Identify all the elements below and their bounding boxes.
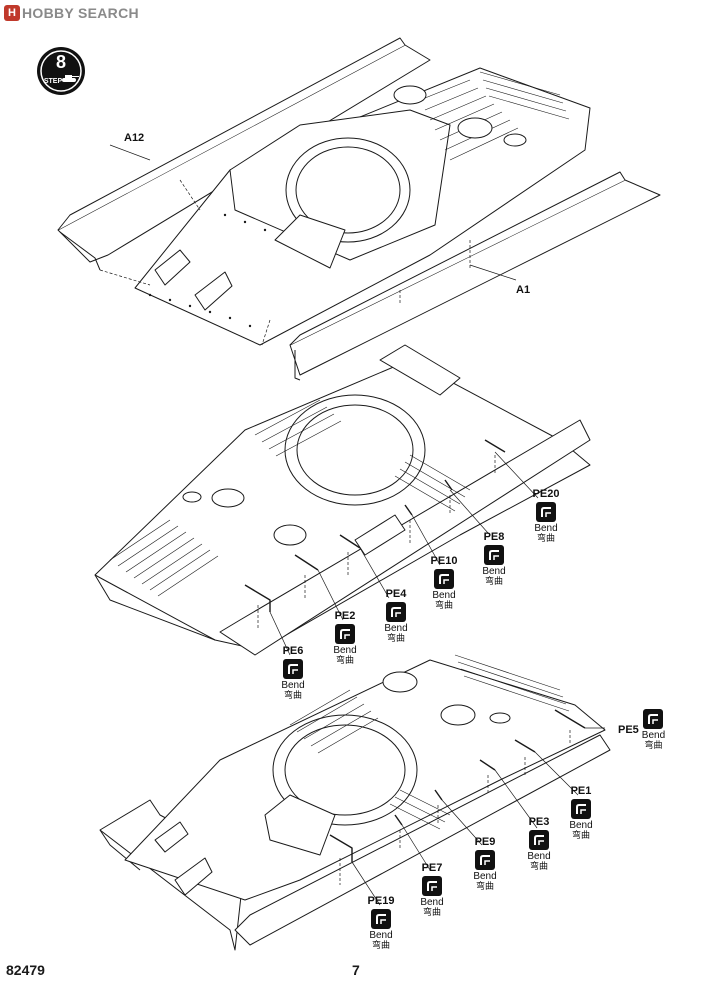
step-label: STEP [44,78,63,85]
callout-pe5: PE5 Bend 弯曲 [618,708,698,752]
pe-name: PE6 [282,645,304,657]
callout-pe10: PE10 Bend 弯曲 [424,555,464,612]
bend-label: Bend [527,851,551,862]
callout-pe2: PE2 Bend 弯曲 [325,610,365,667]
bend-icon [386,602,406,622]
bend-label: Bend [473,871,497,882]
bend-label: Bend [420,897,444,908]
pe-name: PE4 [385,588,407,600]
callout-pe3: PE3 Bend 弯曲 [519,816,559,873]
bend-group: Bend 弯曲 [642,708,665,752]
callout-pe19: PE19 Bend 弯曲 [361,895,401,952]
page-number: 7 [352,962,360,978]
bend-label-cn: 弯曲 [434,601,453,611]
bend-icon [283,659,303,679]
callout-pe8: PE8 Bend 弯曲 [474,531,514,588]
bend-label: Bend [369,930,393,941]
pe-name: PE1 [570,785,592,797]
bend-icon [371,909,391,929]
bend-label-cn: 弯曲 [371,941,390,951]
bend-label-cn: 弯曲 [529,862,548,872]
hull-assembly-1 [57,37,661,381]
pe-name: PE5 [618,723,639,736]
bend-label: Bend [482,566,506,577]
pe-strips-2 [244,439,506,612]
bend-label-cn: 弯曲 [335,656,354,666]
leader-lines [109,144,605,906]
bend-icon [422,876,442,896]
bend-label-cn: 弯曲 [475,882,494,892]
callout-pe1: PE1 Bend 弯曲 [561,785,601,842]
bend-label-cn: 弯曲 [283,691,302,701]
bend-label-cn: 弯曲 [386,634,405,644]
bend-icon [536,502,556,522]
hull-assembly-3 [99,654,611,951]
bend-icon [529,830,549,850]
callout-pe4: PE4 Bend 弯曲 [376,588,416,645]
callout-pe20: PE20 Bend 弯曲 [526,488,566,545]
pe-name: PE10 [430,555,458,567]
bend-icon [571,799,591,819]
bend-label-cn: 弯曲 [644,741,663,751]
tank-silhouette-icon [62,75,79,82]
step-badge: 8 STEP [37,47,85,95]
part-label-a12: A12 [124,132,145,144]
bend-icon [484,545,504,565]
pe-name: PE9 [474,836,496,848]
bend-label-cn: 弯曲 [422,908,441,918]
bend-label: Bend [641,730,666,741]
pe-name: PE20 [532,488,560,500]
bend-icon [434,569,454,589]
pe-strips-3 [329,709,586,862]
bend-icon [475,850,495,870]
watermark-text: HOBBY SEARCH [22,5,139,21]
bend-label-cn: 弯曲 [484,577,503,587]
fender-a1 [289,179,661,376]
bend-label: Bend [569,820,593,831]
kit-number: 82479 [6,962,45,978]
pe-name: PE2 [334,610,356,622]
fender-right-3 [234,734,611,946]
watermark-logo: H HOBBY SEARCH [4,3,139,23]
bend-label: Bend [333,645,357,656]
bend-label-cn: 弯曲 [536,534,555,544]
bend-label: Bend [534,523,558,534]
bend-label: Bend [281,680,305,691]
hull-assembly-2 [94,344,591,656]
callout-pe7: PE7 Bend 弯曲 [412,862,452,919]
step-number: 8 [56,52,66,72]
bend-label: Bend [432,590,456,601]
bend-icon [643,709,664,729]
callout-pe6: PE6 Bend 弯曲 [273,645,313,702]
part-label-a1: A1 [516,284,531,296]
pe-name: PE8 [483,531,505,543]
pe-name: PE7 [421,862,443,874]
callout-pe9: PE9 Bend 弯曲 [465,836,505,893]
bend-label: Bend [384,623,408,634]
bend-icon [335,624,355,644]
bend-label-cn: 弯曲 [571,831,590,841]
pe-name: PE3 [528,816,550,828]
hull-deck-2 [94,359,591,651]
watermark-badge: H [4,5,20,21]
pe-name: PE19 [367,895,395,907]
